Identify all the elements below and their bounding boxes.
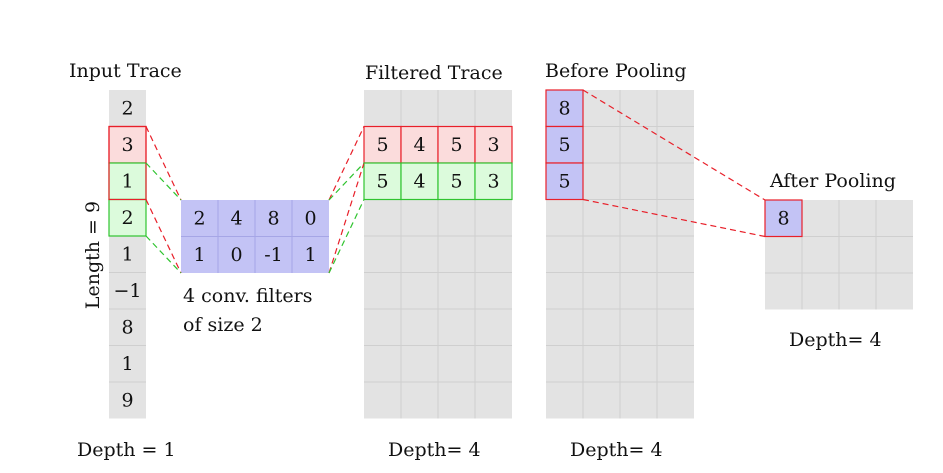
after-pooling-title: After Pooling — [770, 170, 896, 192]
before-pooling-title: Before Pooling — [545, 60, 687, 82]
depth-filtered-label: Depth= 4 — [388, 439, 481, 461]
red-connector — [582, 89, 766, 201]
depth-before-label: Depth= 4 — [570, 439, 663, 461]
filters-caption-line2: of size 2 — [183, 314, 263, 336]
before-pooling-value: 8 — [558, 97, 570, 119]
filter-value: 2 — [193, 207, 205, 229]
filter-value: 4 — [230, 207, 242, 229]
red-connector — [328, 126, 365, 201]
before-pooling-cell — [545, 125, 584, 164]
after-pooling-cell — [764, 199, 803, 238]
filtered-value: 5 — [450, 134, 462, 156]
filtered-value: 3 — [487, 170, 499, 192]
input-value: 2 — [121, 207, 133, 229]
filtered-value: 5 — [376, 134, 388, 156]
green-connector — [328, 162, 365, 201]
before-pooling-cell — [545, 162, 584, 201]
filters-caption-line1: 4 conv. filters — [183, 285, 313, 307]
input-value: 1 — [121, 170, 133, 192]
input-value: 2 — [121, 97, 133, 119]
filtered-value: 5 — [450, 170, 462, 192]
red-connector — [145, 126, 182, 201]
filter-value: 1 — [193, 244, 205, 266]
input-cell-green — [108, 162, 147, 201]
green-connector — [328, 199, 365, 274]
filtered-cell-green — [363, 162, 402, 201]
length-label: Length = 9 — [82, 200, 104, 310]
filtered-cell-green — [474, 162, 513, 201]
input-trace-title: Input Trace — [69, 60, 182, 82]
input-value: 1 — [121, 353, 133, 375]
filter-value: 0 — [230, 244, 242, 266]
filter-value: 0 — [304, 207, 316, 229]
input-cell-green — [108, 198, 147, 237]
red-connector — [328, 162, 365, 274]
filtered-trace-title: Filtered Trace — [365, 62, 503, 84]
input-value: 8 — [121, 316, 133, 338]
red-connector — [582, 198, 766, 238]
filter-value: -1 — [264, 244, 283, 266]
green-connector — [145, 162, 182, 201]
input-value: 1 — [121, 243, 133, 265]
filtered-value: 4 — [413, 170, 425, 192]
filtered-cell-red — [400, 125, 439, 164]
input-value: 9 — [121, 389, 133, 411]
input-value: −1 — [113, 280, 141, 302]
after-pooling-value: 8 — [777, 207, 789, 229]
filtered-value: 4 — [413, 134, 425, 156]
filtered-value: 5 — [376, 170, 388, 192]
filtered-value: 3 — [487, 134, 499, 156]
connector-lines — [145, 89, 766, 274]
filtered-cell-green — [400, 162, 439, 201]
depth-after-label: Depth= 4 — [789, 329, 882, 351]
before-pooling-cell — [545, 89, 584, 128]
input-value: 3 — [121, 134, 133, 156]
filter-value: 1 — [304, 244, 316, 266]
depth-input-label: Depth = 1 — [77, 439, 176, 461]
cell-values: 2 3 1 2 1 −1 8 1 9 2 4 8 0 1 0 -1 1 5 4 5 3 5 4 5 3 8 5 5 8 — [113, 97, 789, 411]
red-connector — [145, 199, 182, 274]
filtered-cell-red — [474, 125, 513, 164]
filter-value: 8 — [267, 207, 279, 229]
highlighted-cells — [108, 89, 803, 273]
green-connector — [145, 235, 182, 274]
before-pooling-value: 5 — [558, 170, 570, 192]
before-pooling-value: 5 — [558, 134, 570, 156]
